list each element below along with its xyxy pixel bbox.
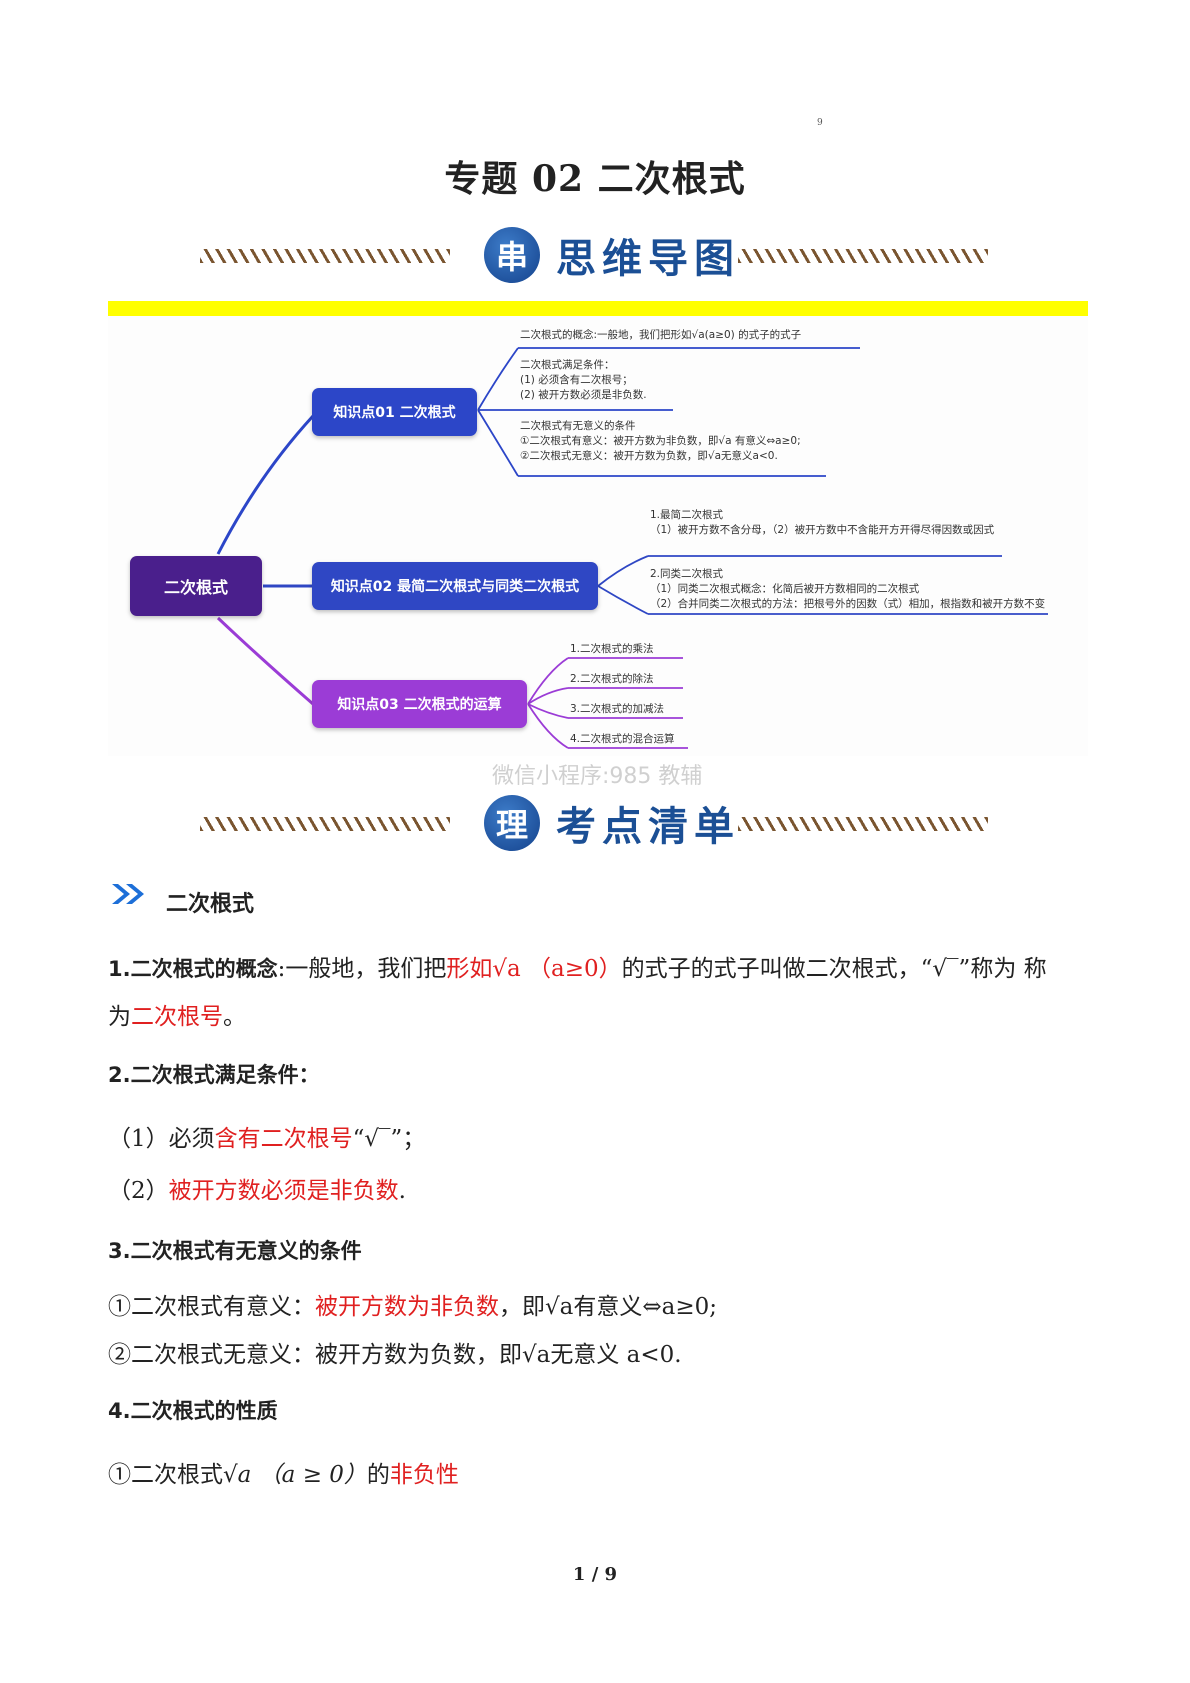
mindmap-leaf: 二次根式有无意义的条件 ①二次根式有意义：被开方数为非负数，即√a 有意义⇔a≥0… (520, 419, 801, 464)
text: 的式子的式子叫做二次根式，“√‾”称为 称 (621, 956, 1047, 982)
page-title: 专题 02 二次根式 (444, 158, 746, 200)
highlight-text: 含有二次根号 (214, 1126, 353, 1152)
mindmap-leaf-line: (1) 必须含有二次根号； (520, 374, 633, 386)
math-expression: √a （a ≥ 0） (223, 1462, 367, 1488)
mindmap-root: 二次根式 (130, 556, 262, 616)
decor-stripe-right (738, 249, 988, 263)
text: 的 (366, 1462, 390, 1488)
text: ，即√a有意义⇔a≥0; (499, 1294, 718, 1320)
highlight-text: 被开方数为非负数 (315, 1294, 499, 1320)
mindmap-banner: 串 思维导图 (200, 222, 990, 288)
text: ①二次根式有意义： (108, 1294, 315, 1320)
paragraph-definition: 1.二次根式的概念:一般地，我们把形如√a （a≥0）的式子的式子叫做二次根式，… (108, 954, 1047, 984)
checklist-badge-icon: 理 (484, 795, 540, 851)
text: （2） (108, 1178, 169, 1204)
highlight-text: 形如√a （a≥0） (446, 956, 622, 982)
text: . (398, 1178, 406, 1204)
definition-heading: 1.二次根式的概念 (108, 957, 278, 981)
meaning-heading: 3.二次根式有无意义的条件 (108, 1239, 362, 1263)
text: “√‾”； (352, 1126, 426, 1152)
section-title: 二次根式 (166, 892, 255, 917)
mindmap-leaf-line: (2) 被开方数必须是非负数. (520, 389, 647, 401)
property-heading: 4.二次根式的性质 (108, 1399, 278, 1423)
condition-heading: 2.二次根式满足条件： (108, 1063, 320, 1087)
mindmap-leaf-line: （1）被开方数不含分母，（2）被开方数中不含能开方开得尽得因数或因式 (650, 524, 995, 536)
checklist-banner: 理 考点清单 (200, 790, 990, 856)
mindmap-leaf: 二次根式满足条件： (1) 必须含有二次根号； (2) 被开方数必须是非负数. (520, 358, 647, 403)
text: ①二次根式 (108, 1462, 223, 1488)
mindmap-leaf-line: 二次根式满足条件： (520, 359, 615, 371)
mindmap-leaf: 二次根式的概念:一般地，我们把形如√a(a≥0) 的式子的式子 (520, 329, 802, 341)
mindmap-branch-2: 知识点02 最简二次根式与同类二次根式 (312, 562, 598, 610)
mindmap-leaf-line: （1）同类二次根式概念：化简后被开方数相同的二次根式 (650, 583, 920, 595)
text: :一般地，我们把 (277, 956, 447, 982)
mind-map: 二次根式 知识点01 二次根式 知识点02 最简二次根式与同类二次根式 知识点0… (108, 316, 1088, 756)
mindmap-banner-label: 思维导图 (556, 235, 740, 282)
highlight-text: 非负性 (389, 1462, 459, 1488)
mindmap-leaf-line: ②二次根式无意义：被开方数为负数，即√a无意义a<0. (520, 450, 778, 462)
paragraph-definition-cont: 为二次根号。 (108, 1002, 246, 1032)
highlight-text: 被开方数必须是非负数 (168, 1178, 399, 1204)
highlight-text: 二次根号 (131, 1004, 223, 1030)
mindmap-leaf: 4.二次根式的混合运算 (570, 733, 675, 745)
mindmap-leaf: 3.二次根式的加减法 (570, 703, 665, 715)
mindmap-leaf: 2.同类二次根式 （1）同类二次根式概念：化简后被开方数相同的二次根式 （2）合并同… (650, 567, 1045, 612)
mindmap-leaf: 2.二次根式的除法 (570, 673, 654, 685)
mindmap-leaf: 1.二次根式的乘法 (570, 643, 654, 655)
mindmap-badge-icon: 串 (484, 227, 540, 283)
double-chevron-icon (112, 884, 144, 904)
highlight-bar (108, 301, 1088, 316)
text: 。 (223, 1004, 246, 1030)
condition-item-1: （1）必须含有二次根号“√‾”； (108, 1124, 425, 1154)
mindmap-leaf: 1.最简二次根式 （1）被开方数不含分母，（2）被开方数中不含能开方开得尽得因数或… (650, 508, 994, 538)
mindmap-leaf-line: ①二次根式有意义：被开方数为非负数，即√a 有意义⇔a≥0; (520, 435, 801, 447)
page-mark: 9 (817, 118, 823, 128)
checklist-banner-label: 考点清单 (556, 803, 740, 850)
mindmap-leaf-line: 1.最简二次根式 (650, 509, 724, 521)
decor-stripe-left (200, 249, 450, 263)
property-item-1: ①二次根式√a （a ≥ 0）的非负性 (108, 1460, 459, 1490)
watermark: 微信小程序:985 教辅 (492, 764, 703, 789)
decor-stripe-left (200, 817, 450, 831)
text: ②二次根式无意义：被开方数为负数，即√a无意义 a<0. (108, 1342, 682, 1368)
mind-map-connectors (216, 347, 1048, 749)
mindmap-leaf-line: 2.同类二次根式 (650, 568, 724, 580)
text: （1）必须 (108, 1126, 215, 1152)
mindmap-leaf-line: （2）合并同类二次根式的方法：把根号外的因数（式）相加，根指数和被开方数不变 (650, 598, 1046, 610)
page-number: 1 / 9 (572, 1564, 618, 1585)
meaning-item-2: ②二次根式无意义：被开方数为负数，即√a无意义 a<0. (108, 1340, 682, 1370)
meaning-item-1: ①二次根式有意义：被开方数为非负数，即√a有意义⇔a≥0; (108, 1292, 717, 1322)
condition-item-2: （2）被开方数必须是非负数. (108, 1176, 406, 1206)
decor-stripe-right (738, 817, 988, 831)
mindmap-branch-1: 知识点01 二次根式 (312, 388, 477, 436)
mindmap-branch-3: 知识点03 二次根式的运算 (312, 680, 527, 728)
mindmap-leaf-line: 二次根式有无意义的条件 (520, 420, 636, 432)
text: 为 (108, 1004, 131, 1030)
